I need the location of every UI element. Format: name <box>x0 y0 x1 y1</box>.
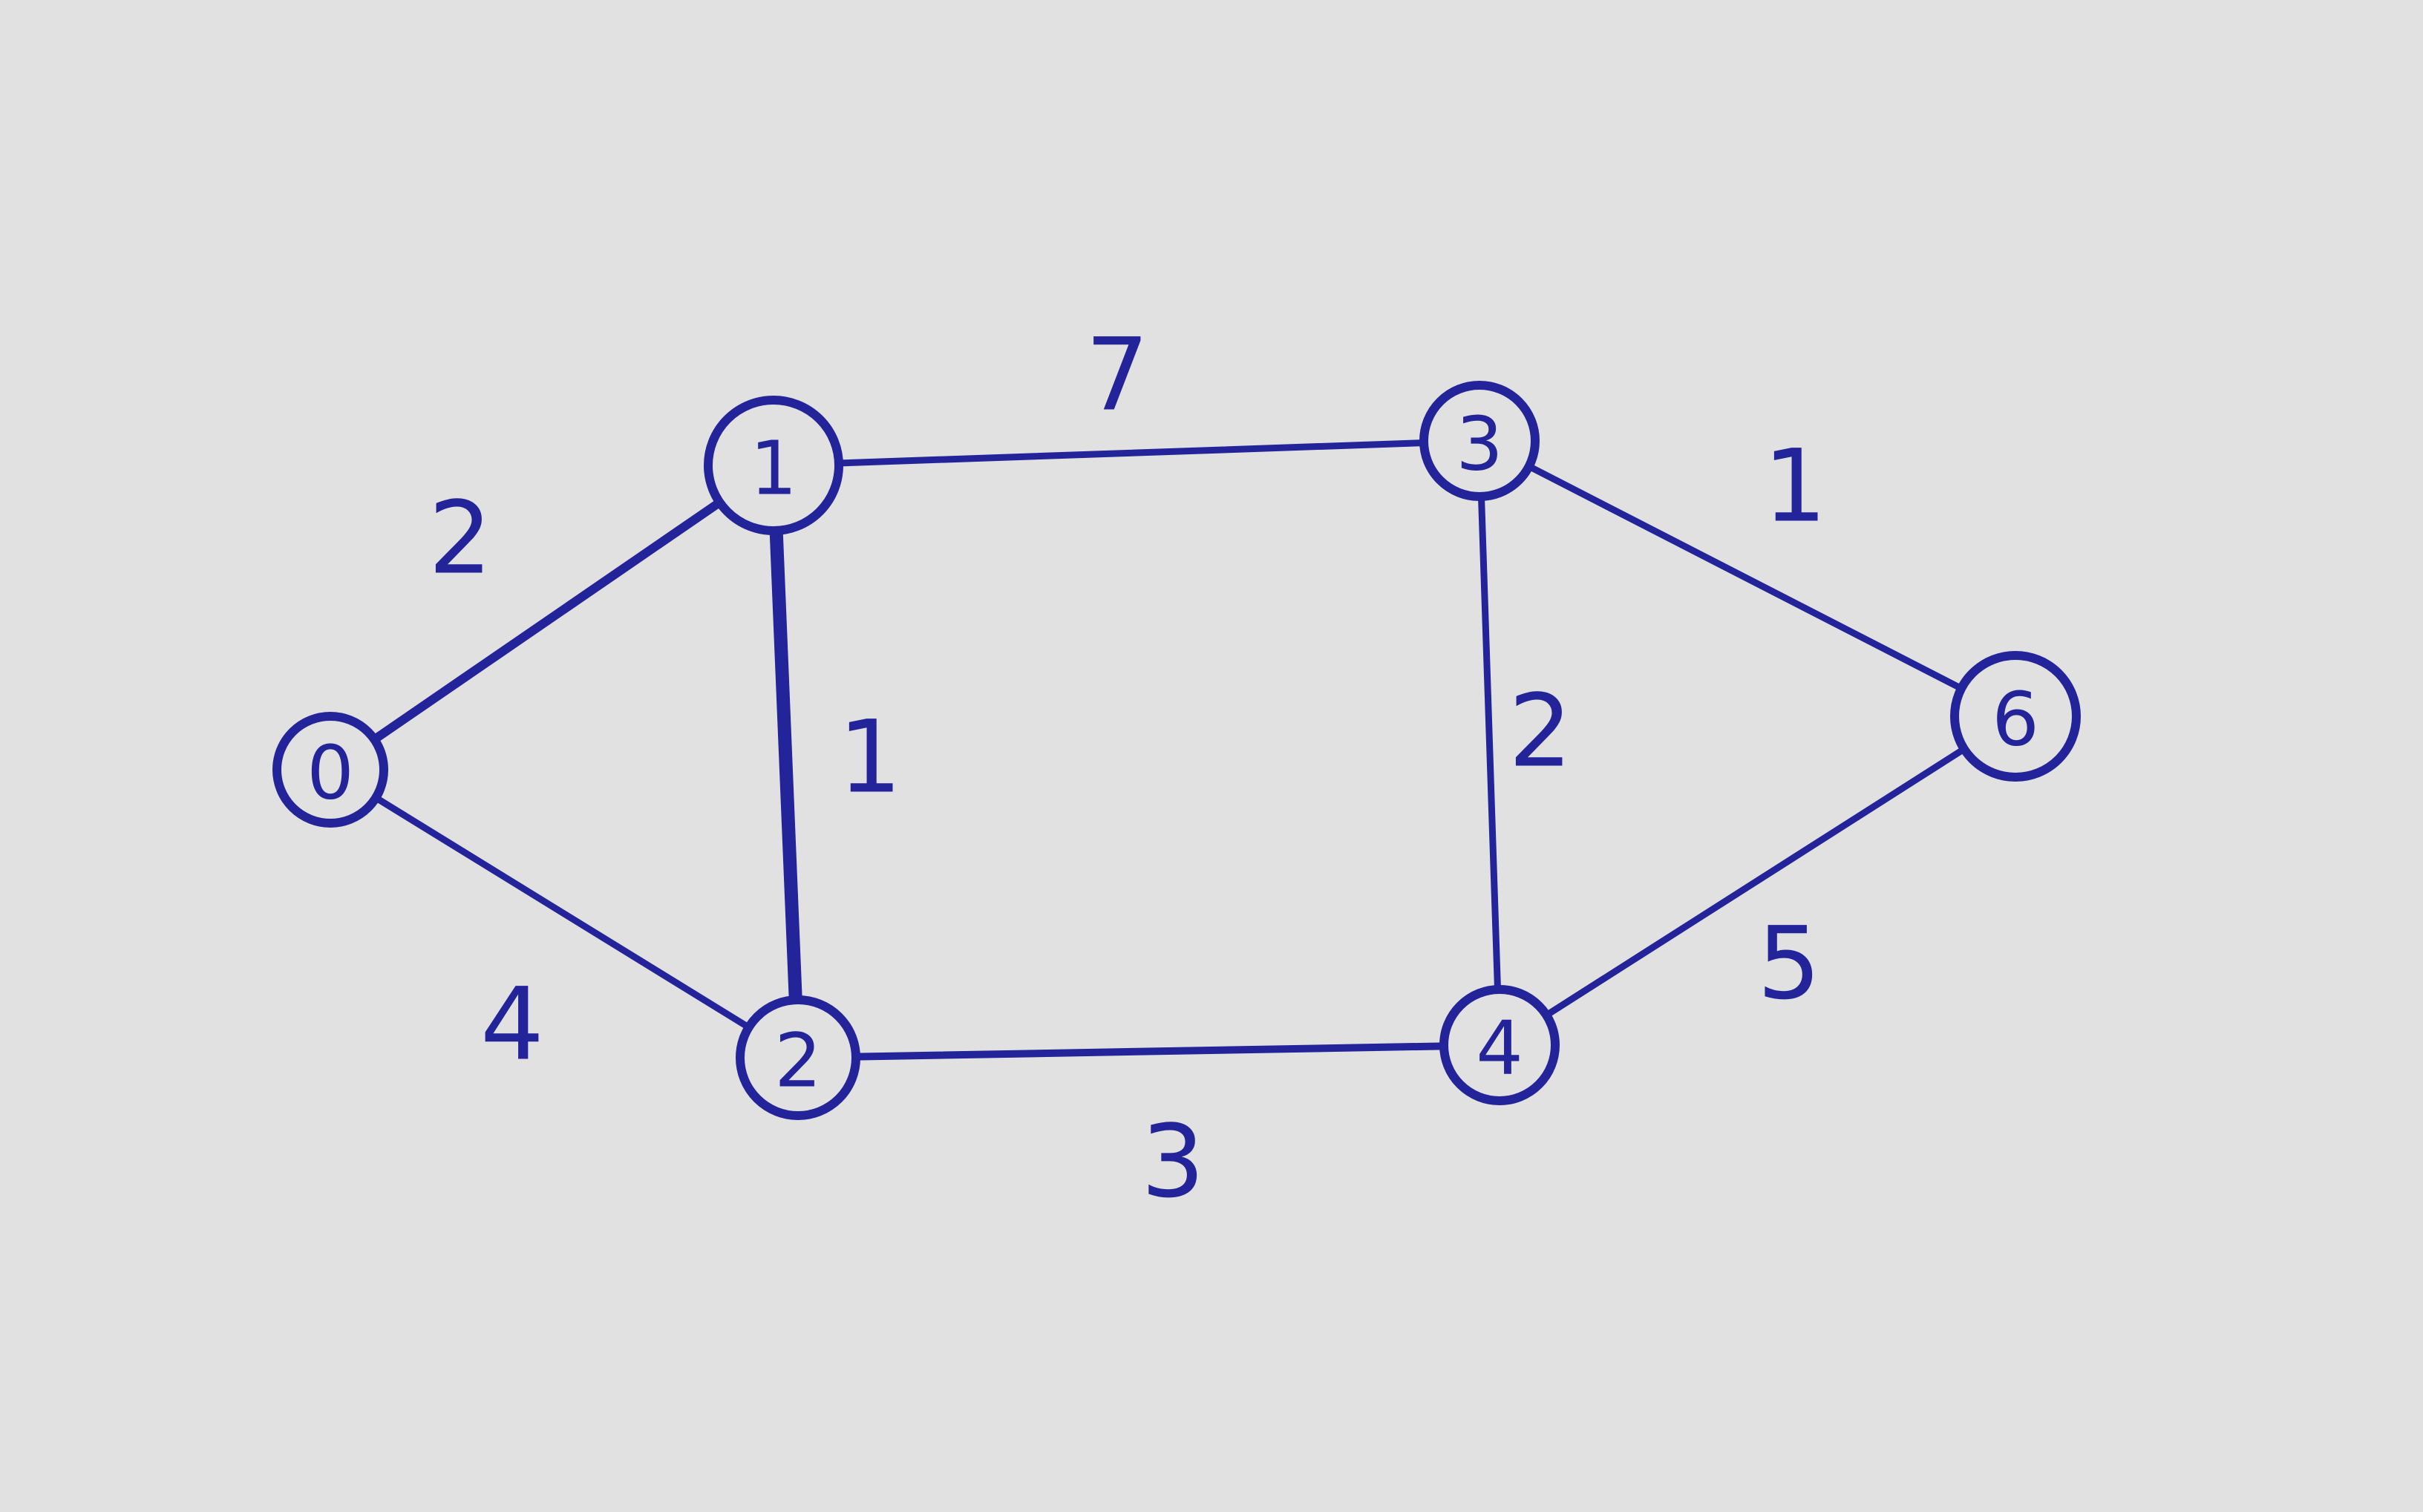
edge-labels-layer: 2 4 1 7 3 2 1 5 <box>428 317 1827 1220</box>
node-label-3: 3 <box>1456 401 1503 488</box>
node-label-6: 6 <box>1992 676 2039 763</box>
edge-2-4 <box>851 1042 1448 1061</box>
node-1: 1 <box>704 396 843 535</box>
node-circle-3 <box>1419 381 1540 501</box>
node-label-0: 0 <box>307 730 354 816</box>
edge-weight-2-4: 3 <box>1141 1104 1205 1220</box>
node-2: 2 <box>736 995 860 1120</box>
edge-weight-3-4: 2 <box>1508 673 1572 790</box>
nodes-layer: 0 1 2 3 4 6 <box>272 381 2081 1120</box>
edge-1-2 <box>769 523 802 1007</box>
node-circle-0 <box>272 712 388 828</box>
node-4: 4 <box>1439 985 1560 1105</box>
node-circle-4 <box>1439 985 1560 1105</box>
node-3: 3 <box>1419 381 1540 501</box>
edge-weight-3-6: 1 <box>1763 428 1827 545</box>
edge-weight-1-3: 7 <box>1085 317 1149 433</box>
edge-1-3 <box>835 439 1428 467</box>
edge-weight-4-6: 5 <box>1757 906 1821 1022</box>
edge-weight-1-2: 1 <box>838 699 902 816</box>
node-circle-6 <box>1950 651 2081 782</box>
node-6: 6 <box>1950 651 2081 782</box>
node-circle-1 <box>704 396 843 535</box>
edge-weight-0-1: 2 <box>428 480 492 597</box>
node-circle-2 <box>736 995 860 1120</box>
node-label-1: 1 <box>750 425 797 512</box>
edges-layer <box>370 439 1968 1061</box>
edge-0-1 <box>370 497 725 744</box>
edge-0-2 <box>372 794 753 1031</box>
edge-3-4 <box>1477 493 1502 993</box>
edge-weight-0-2: 4 <box>480 966 544 1083</box>
edge-3-6 <box>1526 462 1965 693</box>
node-label-4: 4 <box>1476 1005 1523 1092</box>
edge-4-6 <box>1543 745 1968 1019</box>
node-0: 0 <box>272 712 388 828</box>
node-label-2: 2 <box>774 1018 822 1104</box>
